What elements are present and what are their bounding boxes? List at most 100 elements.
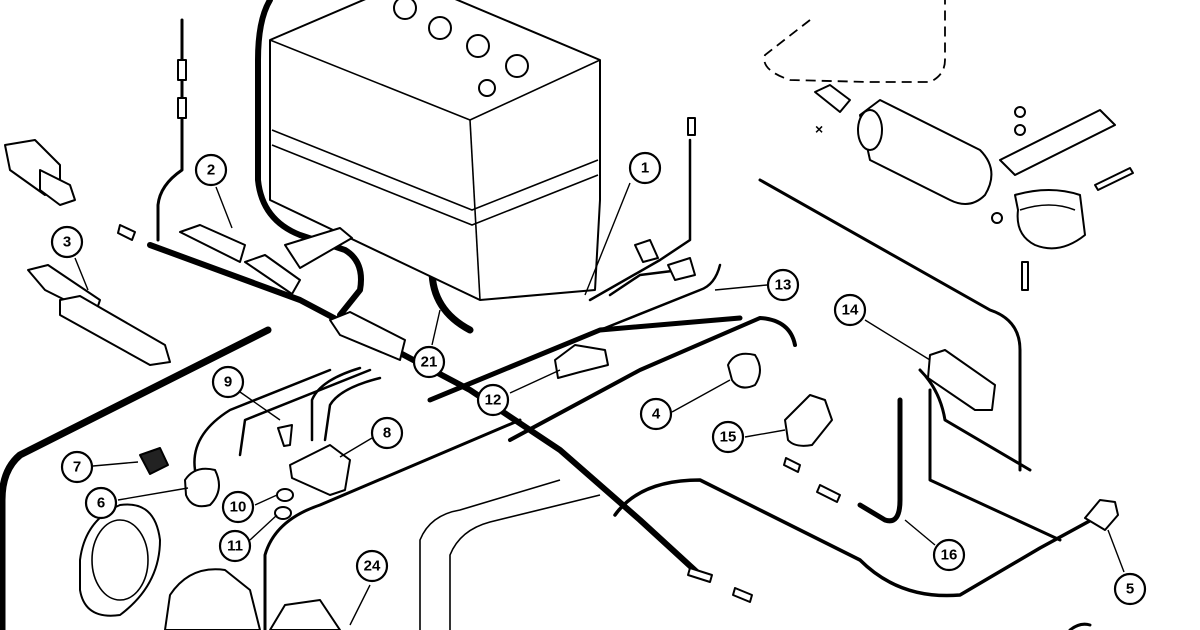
callout-3: 3 <box>50 225 84 259</box>
callout-7: 7 <box>60 450 94 484</box>
svg-text:5: 5 <box>1126 581 1134 598</box>
wire-13 <box>598 263 722 332</box>
battery-cap-icon <box>466 34 490 58</box>
callout-1: 1 <box>628 151 662 185</box>
terminal-end <box>687 567 713 583</box>
svg-text:3: 3 <box>63 234 71 251</box>
svg-text:6: 6 <box>97 495 105 512</box>
svg-text:12: 12 <box>485 392 502 409</box>
gasket-hole <box>91 519 149 601</box>
connector-block-2 <box>667 257 696 281</box>
harness-branch-wire <box>156 18 184 242</box>
sender-wire <box>613 478 1097 598</box>
sender-4 <box>727 352 761 389</box>
polarity-mark: × <box>815 121 823 137</box>
leader-line-9 <box>239 391 281 421</box>
terminal-end <box>687 117 696 136</box>
battery-cap-icon <box>505 54 529 78</box>
callout-13: 13 <box>766 268 800 302</box>
svg-text:7: 7 <box>73 459 81 476</box>
coil-lead-wire <box>918 368 1032 472</box>
terminal-block-14 <box>927 349 996 411</box>
starter-housing-2 <box>269 599 341 630</box>
callout-14: 14 <box>833 293 867 327</box>
screw-9 <box>277 424 293 447</box>
leader-line-1 <box>584 182 631 296</box>
leader-line-12 <box>509 369 561 394</box>
clip-2 <box>179 224 301 295</box>
battery-terminal-icon <box>478 79 496 97</box>
coil-bracket <box>991 106 1134 291</box>
leader-line-5 <box>1107 529 1125 573</box>
main-harness-wire <box>147 242 703 578</box>
cap-7 <box>139 447 169 475</box>
svg-text:8: 8 <box>383 425 391 442</box>
starter-housing <box>164 568 261 630</box>
lower-frame-outline-2 <box>449 494 601 630</box>
leader-line-2 <box>215 186 233 229</box>
frame-outline-wire <box>0 326 272 630</box>
ignition-coil: × <box>814 84 993 205</box>
pigtail-wire-2 <box>608 268 682 297</box>
leader-line-6 <box>117 487 189 501</box>
svg-text:10: 10 <box>230 499 247 516</box>
svg-text:2: 2 <box>207 162 215 179</box>
leader-line-4 <box>671 379 731 413</box>
callout-12: 12 <box>476 383 510 417</box>
sender-12 <box>554 344 609 379</box>
nut-11 <box>274 506 292 520</box>
wire-16 <box>857 397 903 524</box>
svg-text:16: 16 <box>941 547 958 564</box>
battery-cable-wire <box>255 0 364 318</box>
leader-line-11 <box>249 514 278 541</box>
battery-band-2 <box>271 144 599 226</box>
leader-line-10 <box>254 494 278 506</box>
terminal-end <box>177 59 187 81</box>
lower-harness-wire <box>263 418 522 630</box>
terminal-end <box>177 97 187 119</box>
svg-text:1: 1 <box>641 160 649 177</box>
leader-line-16 <box>904 519 936 546</box>
svg-text:21: 21 <box>421 354 438 371</box>
battery-side-edge <box>469 119 481 301</box>
sender-5 <box>1084 499 1119 531</box>
leader-line-14 <box>864 319 931 361</box>
terminal-end <box>732 587 753 603</box>
relay-wire-2 <box>323 376 382 442</box>
callout-11: 11 <box>218 529 252 563</box>
callout-8: 8 <box>370 416 404 450</box>
svg-text:9: 9 <box>224 374 232 391</box>
leader-line-24 <box>349 584 371 626</box>
callout-21: 21 <box>412 345 446 379</box>
terminal-end <box>783 457 801 473</box>
switch-wire-2 <box>238 368 372 457</box>
battery-band <box>271 129 599 211</box>
svg-text:15: 15 <box>720 429 737 446</box>
leader-line-15 <box>744 429 786 438</box>
mount-dashed-outline <box>763 0 946 83</box>
relay-8 <box>289 444 351 496</box>
callout-15: 15 <box>711 420 745 454</box>
wiring-harness <box>0 0 1097 630</box>
callout-2: 2 <box>194 153 228 187</box>
bottom-right-wire <box>1068 622 1092 630</box>
connector-block <box>634 239 659 263</box>
pigtail-wire <box>588 138 692 302</box>
terminal-end <box>816 484 841 503</box>
relay-wire <box>310 366 362 442</box>
coil-lead-wire-2 <box>928 388 1062 542</box>
leader-lines <box>74 182 1125 626</box>
leader-line-8 <box>339 437 373 458</box>
washer-10 <box>276 488 294 502</box>
leader-line-7 <box>92 461 139 467</box>
callout-10: 10 <box>221 490 255 524</box>
battery-terminal-icon <box>393 0 417 20</box>
right-harness-wire-2 <box>508 316 797 442</box>
callout-5: 5 <box>1113 572 1147 606</box>
coil-mount-outline <box>758 178 1022 472</box>
switch-6 <box>184 467 220 508</box>
terminal-end <box>117 224 136 241</box>
plug-socket <box>4 139 76 206</box>
svg-text:4: 4 <box>652 406 661 423</box>
